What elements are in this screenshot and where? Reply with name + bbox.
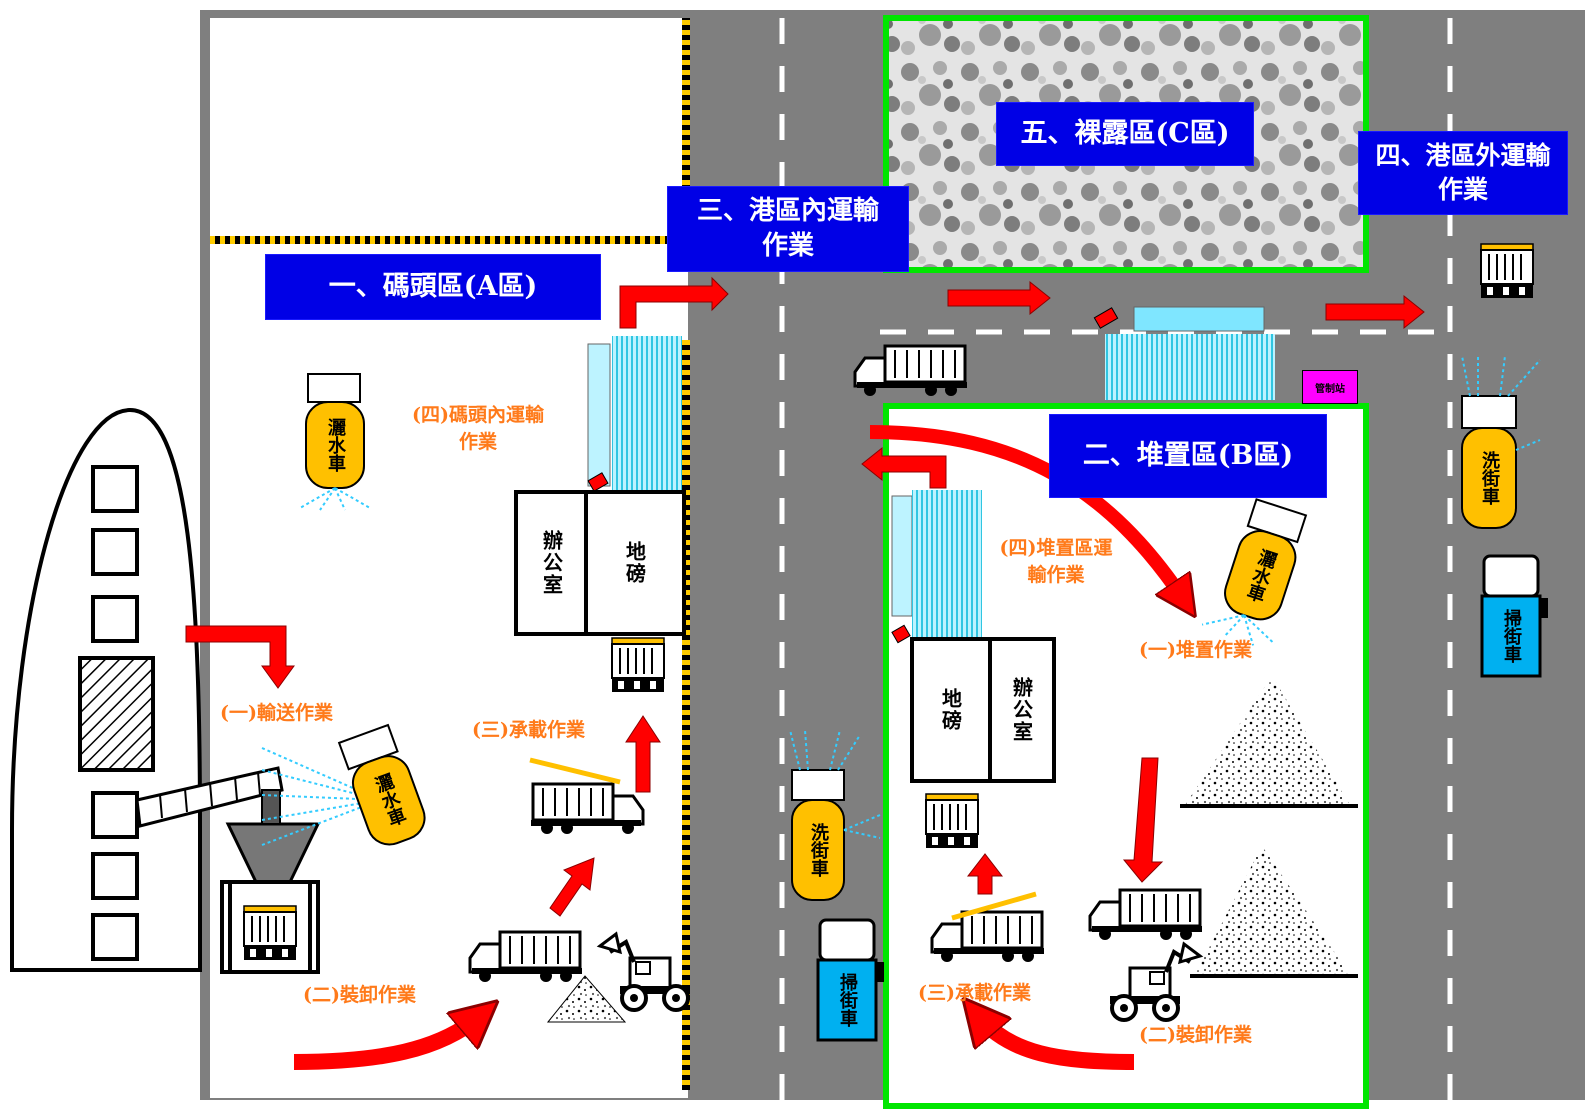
street-sweeper-out xyxy=(1480,554,1548,678)
label-conveying: (一)輸送作業 xyxy=(220,702,333,724)
zone-title-out-port-transport: 四、港區外運輸作業 xyxy=(1358,131,1568,215)
red-warning-signs xyxy=(587,307,1119,644)
office-building-a: 辦公室 地磅 xyxy=(514,490,686,636)
label-loading-unloading-b: (二)裝卸作業 xyxy=(1139,1024,1252,1046)
label-carrying-a: (三)承載作業 xyxy=(472,719,585,741)
label-carrying-b: (三)承載作業 xyxy=(918,982,1031,1004)
office-divider-b xyxy=(988,641,992,779)
arrow-carry-b xyxy=(966,853,1004,895)
wash-station-b xyxy=(891,490,982,638)
stockpile-2 xyxy=(1195,846,1350,975)
wash-station-a xyxy=(587,336,682,490)
arrow-road-1 xyxy=(947,280,1051,316)
street-washer-out xyxy=(1461,355,1541,529)
truck-top-a xyxy=(611,637,665,693)
arrow-carry-a xyxy=(625,715,661,793)
office-building-b: 地磅 辦公室 xyxy=(910,637,1056,783)
arrow-wharf-exit xyxy=(619,276,729,329)
zone-title-in-port-transport: 三、港區內運輸作業 xyxy=(667,186,909,272)
label-wharf-transport: (四)碼頭內運輸作業 xyxy=(412,404,544,453)
stockpile-1 xyxy=(1185,676,1350,805)
pile-wharf xyxy=(546,975,627,1023)
flow-arrows xyxy=(185,276,1425,917)
arrow-conveying xyxy=(185,625,295,689)
sprinkler-truck-label-a-top: 灑水車 xyxy=(325,418,346,472)
street-sweeper-label-road: 掃街車 xyxy=(837,973,858,1027)
sprinkler-truck-a-conveyor xyxy=(337,723,426,846)
office-label-a: 辦公室 xyxy=(539,530,564,596)
fence-vertical-bottom xyxy=(682,340,690,1090)
weighbridge-label-b: 地磅 xyxy=(938,688,963,732)
sprinkler-truck-a-top xyxy=(299,373,371,511)
label-loading-unloading-a: (二)裝卸作業 xyxy=(303,984,416,1006)
conveyor xyxy=(135,766,321,974)
street-sweeper-label-out: 掃街車 xyxy=(1501,609,1522,663)
arrow-up-a xyxy=(549,857,595,917)
zone-title-stockpile: 二、堆置區(B區) xyxy=(1049,414,1327,498)
street-washer-label-road: 洗街車 xyxy=(808,823,829,877)
truck-top-out xyxy=(1480,243,1534,299)
label-stacking: (一)堆置作業 xyxy=(1139,639,1252,661)
fence-vertical-top xyxy=(682,18,690,236)
arrow-road-2 xyxy=(1325,294,1425,330)
arrow-stockpile-exit xyxy=(861,446,947,489)
control-station: 管制站 xyxy=(1302,370,1358,404)
wash-station-road xyxy=(1105,306,1275,400)
ship-holds xyxy=(78,465,155,961)
street-washer-label-out: 洗街車 xyxy=(1479,451,1500,505)
street-washer-road xyxy=(789,729,881,901)
zone-title-wharf: 一、碼頭區(A區) xyxy=(265,254,601,320)
arrow-down-b xyxy=(1122,757,1164,883)
label-stockpile-transport: (四)堆置區運輸作業 xyxy=(999,537,1113,586)
office-label-b: 辦公室 xyxy=(1009,677,1034,743)
office-divider-a xyxy=(584,494,588,632)
truck-top-b xyxy=(925,793,979,849)
fence-horizontal xyxy=(210,236,688,244)
weighbridge-label-a: 地磅 xyxy=(622,541,647,585)
sprinkler-truck-b xyxy=(1201,498,1308,646)
road-markings xyxy=(779,18,1453,1100)
zone-title-exposed: 五、裸露區(C區) xyxy=(996,102,1254,166)
street-sweeper-road xyxy=(816,918,884,1042)
